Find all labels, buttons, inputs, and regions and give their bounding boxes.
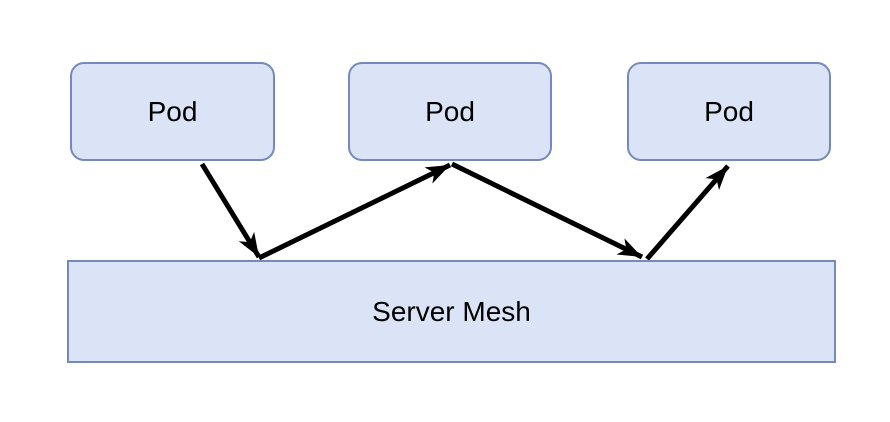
node-pod-1-label: Pod <box>147 95 198 127</box>
node-server-mesh-label: Server Mesh <box>372 295 531 327</box>
node-pod-3[interactable]: Pod <box>627 62 831 161</box>
node-server-mesh[interactable]: Server Mesh <box>67 260 836 363</box>
arrow-server-mesh-to-pod-2 <box>257 162 452 261</box>
arrow-server-mesh-to-pod-3 <box>645 164 730 261</box>
node-pod-2[interactable]: Pod <box>348 62 552 161</box>
node-pod-2-label: Pod <box>425 95 475 127</box>
arrow-pod-2-to-server-mesh <box>450 161 644 260</box>
arrow-pod-1-to-server-mesh <box>199 162 262 259</box>
node-pod-1[interactable]: Pod <box>70 62 275 161</box>
node-pod-3-label: Pod <box>704 95 754 127</box>
